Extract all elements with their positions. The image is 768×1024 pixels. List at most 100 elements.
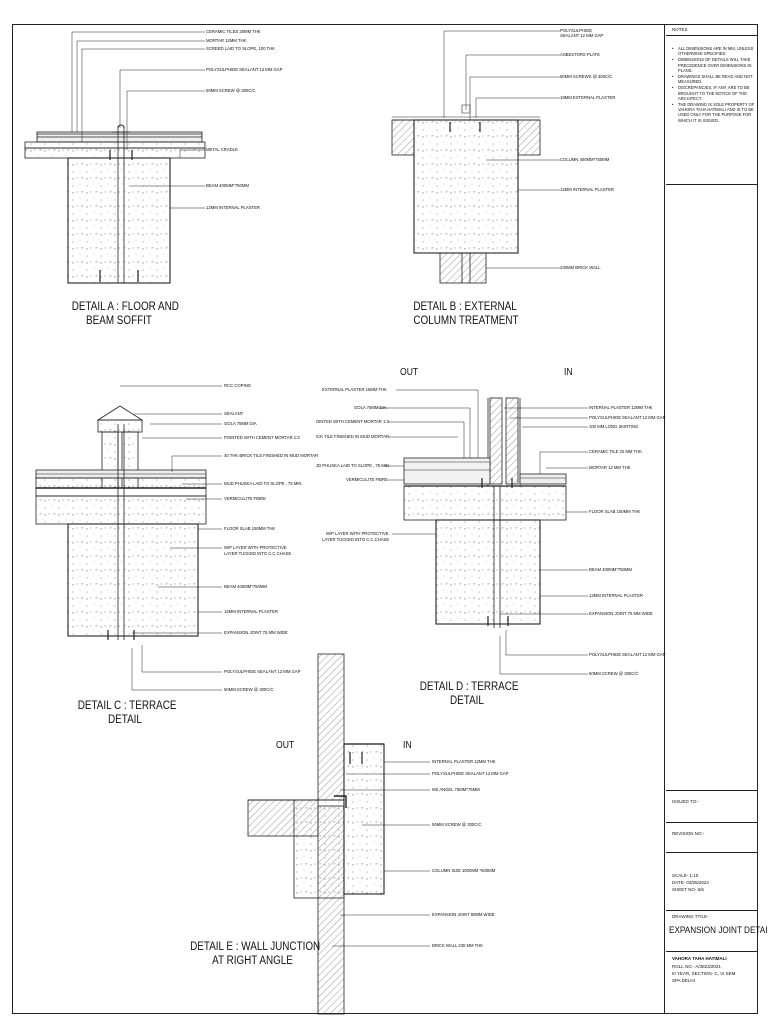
detail-b-label-7: 12MM INTERNAL PLASTER [560,187,614,192]
detail-d-label-right-5: MORTAR 12 MM THK [589,465,631,470]
detail-b-label-6: COLUMN 400MM*750MM [560,157,610,162]
detail-d-label-right-2: POLYSULPHIDE SEALANT 12 MM GAP [589,415,666,420]
detail-a-title-line2: BEAM SOFFIT [86,315,152,327]
detail-b-title-line1: DETAIL B : EXTERNAL [413,301,517,313]
detail-a-title-line1: DETAIL A : FLOOR AND [71,301,179,313]
detail-d-out-label: OUT [400,367,419,378]
detail-d-label-right-10: POLYSULPHIDE SEALANT 12 MM GAP [589,652,666,657]
detail-b-label-4: 50MM SCREWS @ 300C/C [560,74,613,79]
detail-d-label-left-6: VERMICULITE FIBRE [346,477,388,482]
detail-b-label-1: POLYSULPHIDE [560,28,593,33]
institute: SPA DELHI [672,978,695,983]
detail-c-label-14: POLYSULPHIDE SEALANT 12 MM GAP [224,669,301,674]
detail-d-label-left-5: JD PHUSKA LAID TO SLOPE , 75 MIN [316,463,389,468]
detail-b-title-line2: COLUMN TREATMENT [413,315,519,327]
note-item: ALL DIMENSIONS ARE IN MM, UNLESS OTHERWI… [672,46,756,56]
notes-bottom-rule [666,184,758,185]
detail-e-title-line2: AT RIGHT ANGLE [212,955,293,967]
detail-e-title-line1: DETAIL E : WALL JUNCTION [190,941,321,953]
detail-a-label-2: MORTAR 12MM THK [206,38,247,43]
detail-d-in-label: IN [564,367,573,378]
detail-a-label-3: SCREED LAID TO SLOPE, 100 THK [206,46,275,51]
note-item: THE DRAWING IS SOLE PROPERTY OF VAHORA T… [672,102,756,123]
detail-d-label-right-7: BEAM 400MM*750MM [589,567,632,572]
detail-c-label-11: BEAM 400MM*750MM [224,584,267,589]
revision-no-label: REVISION NO:- [672,831,705,836]
detail-e-in-label: IN [403,740,412,751]
drawing-title: EXPANSION JOINT DETAILS [669,925,768,936]
detail-c-label-12: 12MM INTERNAL PLASTER [224,609,278,614]
scale-label: SCALE- 1:10 [672,873,699,878]
detail-c-label-6: MUD PHUSKA LAID TO SLOPE , 75 MIN [224,481,302,486]
detail-e-label-1: INTERNAL PLASTER 12MM THK [432,759,496,764]
year-section: III YEAR, SECTION- C, VI SEM [672,971,736,976]
detail-c-label-13: EXPANSION JOINT 75 MM WIDE [224,630,288,635]
detail-d-label-right-3: 100 MM LONG SKIRTING [589,424,639,429]
detail-d-title: DETAIL D : TERRACE DETAIL [419,680,519,708]
detail-c-drawing [35,385,222,691]
sheet-no-label: SHEET NO- 6/6 [672,887,704,892]
detail-a-label-7: BEAM 400MM*750MM [206,183,249,188]
detail-a-label-1: CERAMIC TILES 20MM THK [206,29,261,34]
detail-c-label-1: RCC COPING [224,383,251,388]
drawing-title-rule [666,910,758,911]
detail-b-label-2: SEALANT 12 MM GAP [560,33,604,38]
detail-d-label-right-1: INTERNAL PLASTER 12MM THK [589,405,653,410]
detail-b-label-8: 230MM BRICK WALL [560,265,601,270]
drawing-title-label: DRAWING TITLE- [672,914,709,919]
detail-c-label-7: VERMICULITE FIBRE [224,496,266,501]
notes-heading-rule [666,35,758,36]
detail-d-label-left-2: GOLA 75MM DIA [354,405,387,410]
drawing-sheet-border [12,24,758,1014]
detail-e-label-4: 50MM SCREW @ 300C/C [432,822,482,827]
revision-rule [666,822,758,823]
notes-list: ALL DIMENSIONS ARE IN MM, UNLESS OTHERWI… [672,46,756,124]
detail-c-label-5: 40 THK BRICK TILE FINISHED IN MUD MORTAR [224,453,319,458]
detail-d-label-left-8: LAYER TUCKED INTO C.C.CHASE [322,537,390,542]
detail-e-label-7: BRICK WALL 230 MM THK [432,943,484,948]
date-label: DATE- 03/05/2024 [672,880,709,885]
detail-c-label-4: POINTED WITH CEMENT MORTAR 1:3 [224,435,300,440]
detail-d-drawing [378,389,588,675]
detail-a-drawing [24,31,206,284]
issued-rule [666,790,758,791]
detail-b-drawing [391,30,560,284]
detail-a-title: DETAIL A : FLOOR AND BEAM SOFFIT [71,300,179,328]
detail-e-out-label: OUT [276,740,295,751]
detail-c-title: DETAIL C : TERRACE DETAIL [77,699,177,727]
detail-c-label-9: W/P LAYER WITH PROTECTIVE [224,545,287,550]
note-item: DIMENSIONS OF DETAILS WILL TAKE PRECEDEN… [672,57,756,73]
detail-b-title: DETAIL B : EXTERNAL COLUMN TREATMENT [413,300,519,328]
detail-d-label-left-7: W/P LAYER WITH PROTECTIVE [326,531,389,536]
detail-d-label-right-11: 50MM SCREW @ 300C/C [589,671,639,676]
detail-b-label-5: 18MM EXTERNAL PLASTER [560,95,616,100]
detail-d-label-left-1: EXTERNAL PLASTER 18MM THK [322,387,387,392]
detail-d-label-right-8: 12MM INTERNAL PLASTER [589,593,643,598]
note-item: DISCREPANCIES, IF ANY, ARE TO BE BROUGHT… [672,85,756,101]
detail-c-label-3: GOLA 75MM DIA [224,421,257,426]
note-item: DRAWINGS SHALL BE READ AND NOT MEASURED. [672,74,756,84]
issued-to-label: ISSUED TO:- [672,799,699,804]
detail-d-label-right-6: FLOOR SLAB 150MM THK [589,509,641,514]
detail-a-label-4: POLYSULPHIDE SEALANT 12 MM GAP [206,67,283,72]
detail-a-label-6: METAL CRADLE [206,147,238,152]
detail-c-label-15: 50MM SCREW @ 300C/C [224,687,274,692]
title-block-divider [664,24,665,1014]
detail-b-label-3: ASBESTORS PLATE [560,52,600,57]
detail-d-label-right-4: CERAMIC TILE 20 MM THK [589,449,642,454]
detail-d-label-right-9: EXPANSION JOINT 75 MM WIDE [589,611,653,616]
detail-e-label-3: MS ANGEL 75MM*75MM [432,787,480,792]
detail-e-label-6: EXPANSION JOINT 80MM WIDE [432,912,495,917]
detail-d-label-left-4: ICK TILE FINISHED IN MUD MORTAR [316,434,389,439]
detail-a-label-5: 50MM SCREW @ 300C/C [206,88,256,93]
scale-rule [666,852,758,853]
detail-e-drawing [247,653,430,1015]
detail-c-label-10: LAYER TUCKED INTO C.C.CHASE [224,551,292,556]
notes-heading: NOTES [672,27,688,32]
author-rule [666,951,758,952]
detail-d-label-left-3: OINTED WITH CEMENT MORTAR 1:3 [316,419,389,424]
detail-c-title-line1: DETAIL C : TERRACE [77,700,177,712]
detail-d-title-line1: DETAIL D : TERRACE [419,681,519,693]
detail-c-title-line2: DETAIL [108,714,142,726]
